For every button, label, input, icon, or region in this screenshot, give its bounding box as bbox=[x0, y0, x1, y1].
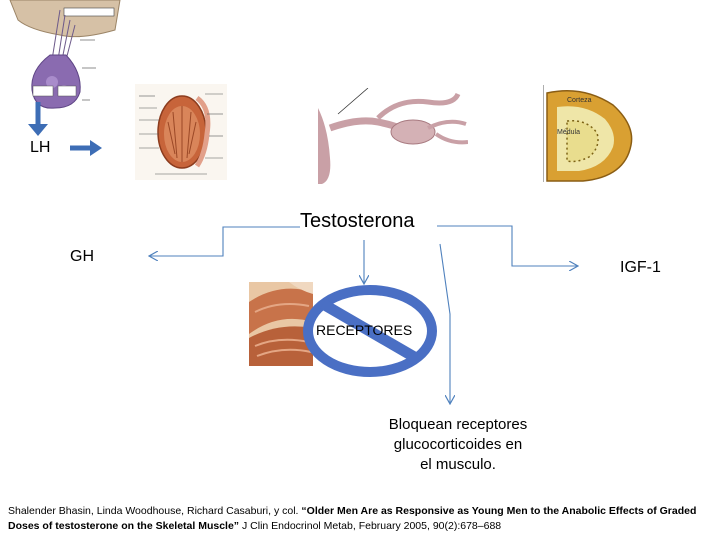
arrow-to-igf1 bbox=[437, 225, 577, 266]
citation-journal: J Clin Endocrinol Metab, February 2005, … bbox=[239, 520, 502, 532]
bloquean-line-3: el musculo. bbox=[420, 456, 496, 473]
testis-illustration bbox=[135, 84, 227, 180]
arrow-to-bloquean bbox=[439, 243, 450, 403]
adrenal-illustration: Corteza Médula bbox=[543, 85, 633, 182]
igf1-label: IGF-1 bbox=[620, 259, 661, 276]
citation-title: “Older Men Are as Responsive as Young Me… bbox=[8, 505, 697, 532]
muscle-illustration bbox=[249, 282, 313, 366]
arrow-to-gh bbox=[150, 226, 300, 256]
adrenal-cortex-label: Corteza bbox=[567, 97, 592, 104]
citation: Shalender Bhasin, Linda Woodhouse, Richa… bbox=[8, 504, 723, 534]
testosterona-title: Testosterona bbox=[300, 210, 415, 232]
lh-arrows bbox=[28, 102, 102, 156]
adrenal-medulla-label: Médula bbox=[557, 129, 580, 136]
pituitary-illustration bbox=[0, 0, 140, 120]
receptores-label: RECEPTORES bbox=[316, 322, 413, 338]
prohibition-sign bbox=[303, 285, 437, 377]
citation-authors: Shalender Bhasin, Linda Woodhouse, Richa… bbox=[8, 505, 302, 517]
bloquean-line-1: Bloquean receptores bbox=[388, 416, 528, 433]
lh-label: LH bbox=[30, 139, 51, 156]
bloquean-text: Bloquean receptores glucocorticoides en … bbox=[368, 415, 548, 475]
uterus-ovary-illustration bbox=[318, 88, 468, 184]
gh-label: GH bbox=[70, 248, 94, 265]
bloquean-line-2: glucocorticoides en bbox=[393, 436, 523, 453]
